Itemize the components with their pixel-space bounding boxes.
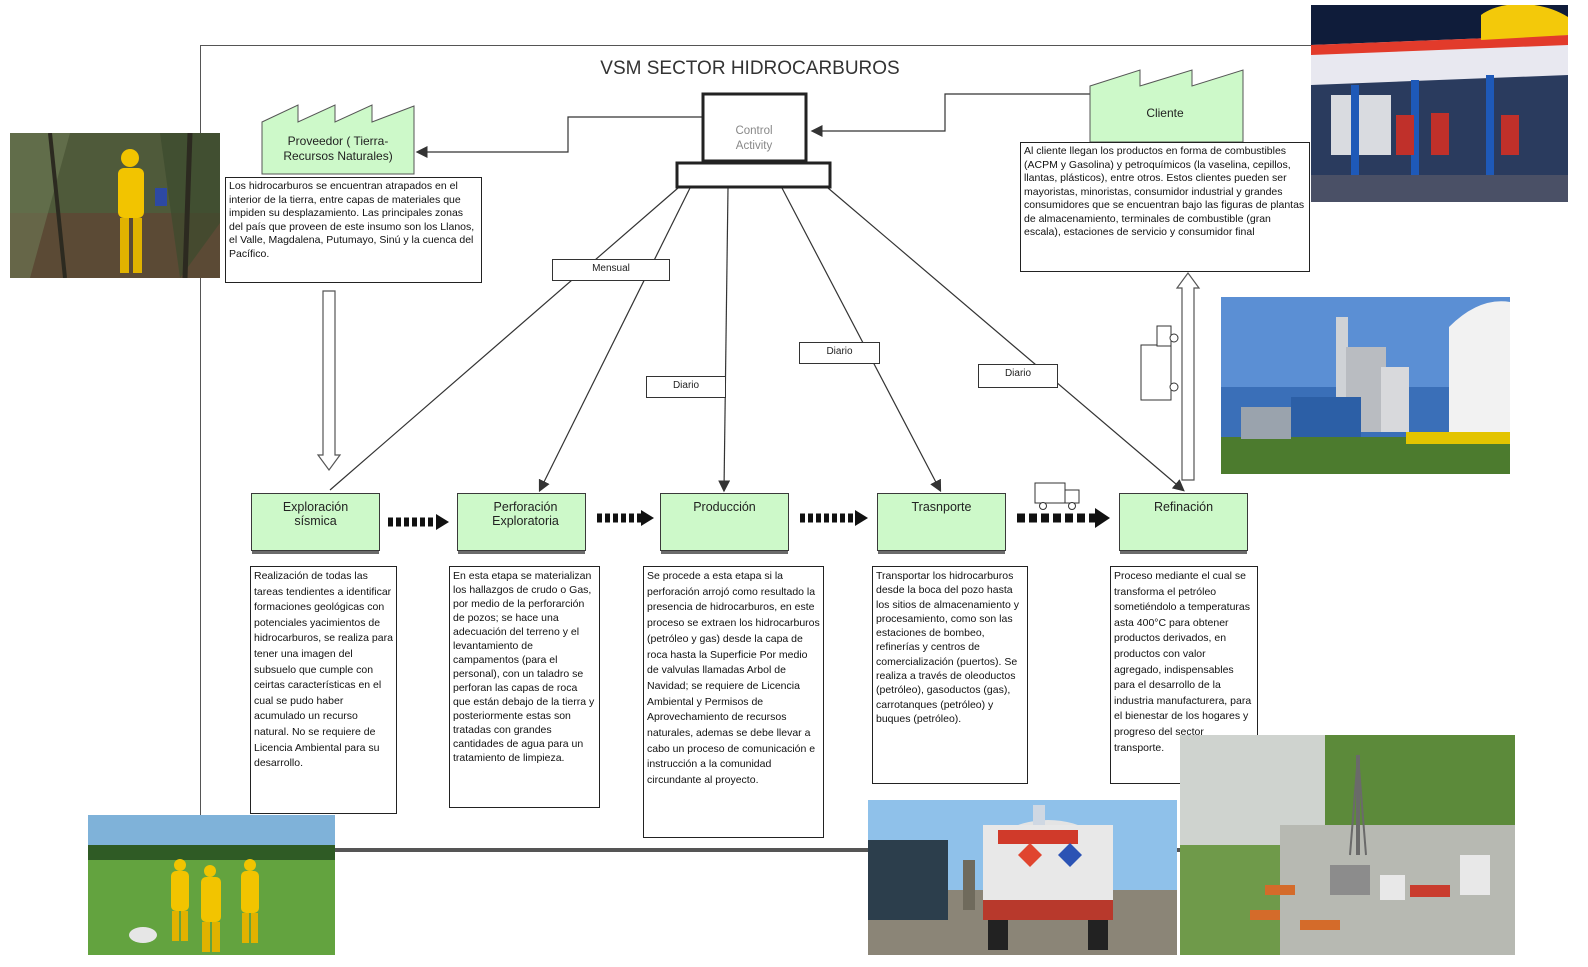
diagram-frame xyxy=(200,45,1311,851)
drilling-site-photo xyxy=(1180,735,1515,955)
frequency-diario-produccion: Diario xyxy=(646,376,726,398)
process-exploracion: Exploración sísmica xyxy=(251,493,380,554)
description-transporte: Transportar los hidrocarburos desde la b… xyxy=(872,566,1028,784)
supplier-description: Los hidrocarburos se encuentran atrapado… xyxy=(225,177,482,283)
supplier-factory-shape xyxy=(261,104,415,175)
diagram-title: VSM SECTOR HIDROCARBUROS xyxy=(600,58,900,79)
field-workers-photo xyxy=(88,815,335,955)
process-refinacion: Refinación xyxy=(1119,493,1248,554)
frequency-diario-transporte: Diario xyxy=(799,342,880,364)
push-arrows xyxy=(388,508,1110,530)
frequency-diario-refinacion: Diario xyxy=(978,364,1058,388)
description-exploracion: Realización de todas las tareas tendient… xyxy=(250,566,397,814)
frequency-mensual: Mensual xyxy=(552,259,670,281)
refinery-photo xyxy=(1221,297,1510,474)
process-produccion: Producción xyxy=(660,493,789,554)
customer-description: Al cliente llegan los productos en forma… xyxy=(1020,142,1310,272)
truck-icon-vertical xyxy=(1140,325,1179,401)
process-perforacion: Perforación Exploratoria xyxy=(457,493,586,554)
customer-label: Cliente xyxy=(1146,106,1184,120)
forest-worker-photo xyxy=(10,133,220,278)
gas-station-photo xyxy=(1311,5,1568,202)
description-produccion: Se procede a esta etapa si la perforació… xyxy=(643,566,824,838)
process-transporte: Trasnporte xyxy=(877,493,1006,554)
frame-bottom-line xyxy=(200,848,1310,852)
supplier-label: Proveedor ( Tierra- Recursos Naturales) xyxy=(283,134,393,163)
control-activity-label: Control Activity xyxy=(735,125,773,152)
description-perforacion: En esta etapa se materializan los hallaz… xyxy=(449,566,600,808)
truck-icon-horizontal xyxy=(1034,482,1080,510)
tanker-truck-photo xyxy=(868,800,1177,955)
